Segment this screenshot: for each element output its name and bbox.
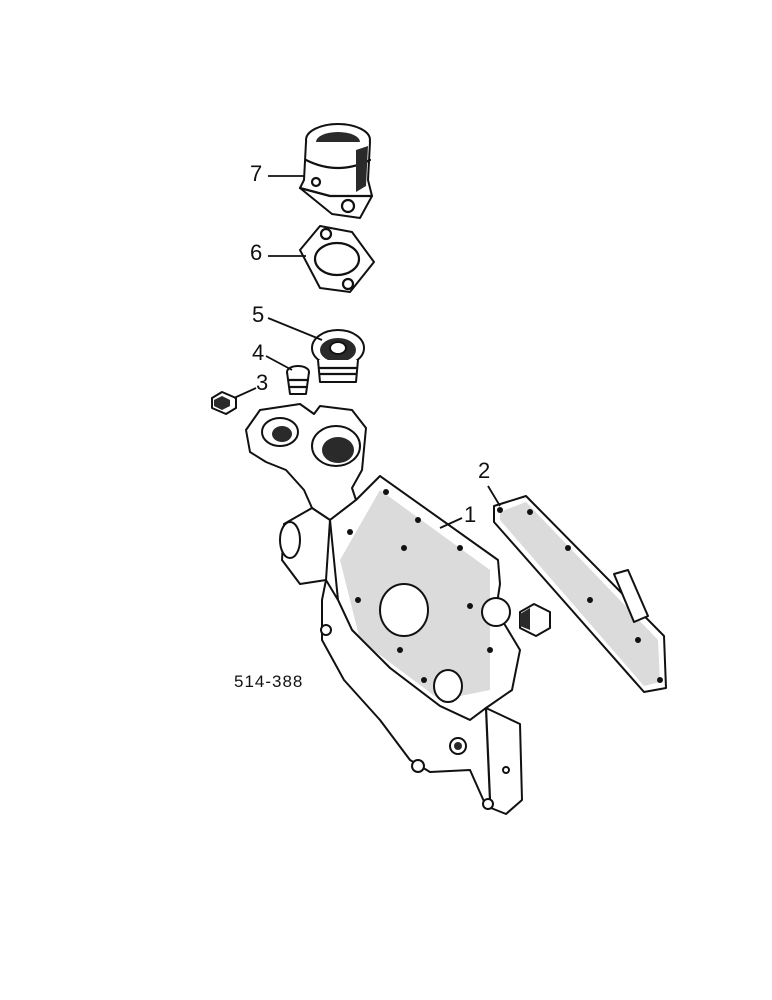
part-4-plug bbox=[286, 365, 310, 395]
part-3-plug bbox=[211, 391, 237, 415]
leader-lines bbox=[233, 175, 501, 529]
callout-3: 3 bbox=[256, 370, 269, 395]
part-1-housing bbox=[245, 403, 551, 815]
callout-4: 4 bbox=[252, 340, 265, 365]
part-7-outlet bbox=[298, 123, 374, 219]
callout-1: 1 bbox=[464, 502, 477, 527]
part-2-gasket bbox=[493, 495, 667, 693]
part-5-thermostat bbox=[311, 329, 365, 383]
callout-2: 2 bbox=[478, 458, 491, 483]
callout-7: 7 bbox=[250, 161, 263, 186]
figure-code: 514-388 bbox=[234, 672, 304, 691]
callout-6: 6 bbox=[250, 240, 263, 265]
part-6-gasket bbox=[299, 225, 375, 293]
callout-5: 5 bbox=[252, 302, 265, 327]
